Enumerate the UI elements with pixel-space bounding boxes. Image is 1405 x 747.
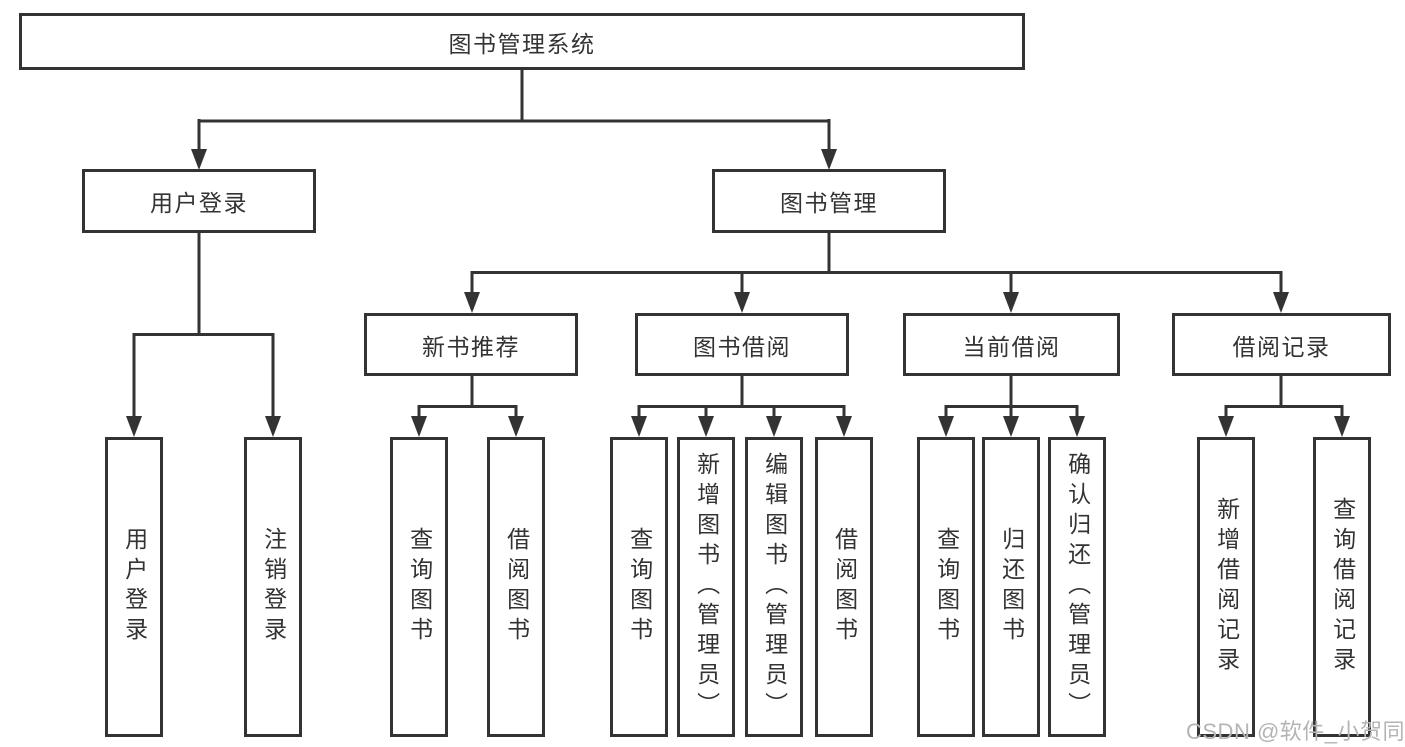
leaf-borrowing-add-books-admin-label: 新增图书（管理员） — [693, 452, 720, 722]
leaf-borrowing-edit-books-admin-label: 编辑图书（管理员） — [761, 452, 788, 722]
node-new-book-recommend: 新书推荐 — [364, 313, 578, 376]
node-current-borrowing: 当前借阅 — [903, 313, 1120, 376]
leaf-current-query-books: 查询图书 — [917, 437, 975, 737]
node-book-management-label: 图书管理 — [780, 190, 878, 216]
leaf-borrowing-edit-books-admin: 编辑图书（管理员） — [745, 437, 803, 737]
leaf-current-confirm-return-admin-label: 确认归还（管理员） — [1064, 452, 1091, 722]
leaf-records-query-record-label: 查询借阅记录 — [1329, 497, 1356, 677]
leaf-current-confirm-return-admin: 确认归还（管理员） — [1048, 437, 1106, 737]
leaf-logout: 注销登录 — [244, 437, 302, 737]
node-root-label: 图书管理系统 — [448, 30, 596, 57]
leaf-borrowing-query-books: 查询图书 — [610, 437, 668, 737]
leaf-borrowing-add-books-admin: 新增图书（管理员） — [677, 437, 735, 737]
leaf-recommend-query-books-label: 查询图书 — [406, 527, 433, 647]
leaf-current-return-books-label: 归还图书 — [998, 527, 1025, 647]
csdn-watermark: CSDN @软件_小贺同学 — [1186, 719, 1405, 744]
leaf-current-return-books: 归还图书 — [982, 437, 1040, 737]
leaf-user-login-label: 用户登录 — [121, 527, 148, 647]
leaf-records-add-record-label: 新增借阅记录 — [1213, 497, 1240, 677]
node-user-login-label: 用户登录 — [150, 190, 248, 216]
node-new-book-recommend-label: 新书推荐 — [422, 333, 520, 360]
leaf-current-query-books-label: 查询图书 — [933, 527, 960, 647]
leaf-recommend-borrow-books: 借阅图书 — [487, 437, 545, 737]
node-book-management: 图书管理 — [712, 169, 946, 233]
leaf-recommend-borrow-books-label: 借阅图书 — [503, 527, 530, 647]
leaf-records-add-record: 新增借阅记录 — [1197, 437, 1255, 737]
leaf-borrowing-query-books-label: 查询图书 — [626, 527, 653, 647]
leaf-user-login: 用户登录 — [105, 437, 163, 737]
leaf-borrowing-borrow-books: 借阅图书 — [815, 437, 873, 737]
leaf-borrowing-borrow-books-label: 借阅图书 — [831, 527, 858, 647]
leaf-records-query-record: 查询借阅记录 — [1313, 437, 1371, 737]
node-borrowing-records-label: 借阅记录 — [1232, 333, 1331, 360]
node-root: 图书管理系统 — [19, 13, 1025, 70]
leaf-recommend-query-books: 查询图书 — [390, 437, 448, 737]
node-book-borrowing-label: 图书借阅 — [693, 333, 791, 360]
node-user-login: 用户登录 — [82, 169, 316, 233]
leaf-logout-label: 注销登录 — [260, 527, 287, 647]
node-current-borrowing-label: 当前借阅 — [962, 333, 1061, 360]
node-book-borrowing: 图书借阅 — [635, 313, 849, 376]
node-borrowing-records: 借阅记录 — [1172, 313, 1391, 376]
